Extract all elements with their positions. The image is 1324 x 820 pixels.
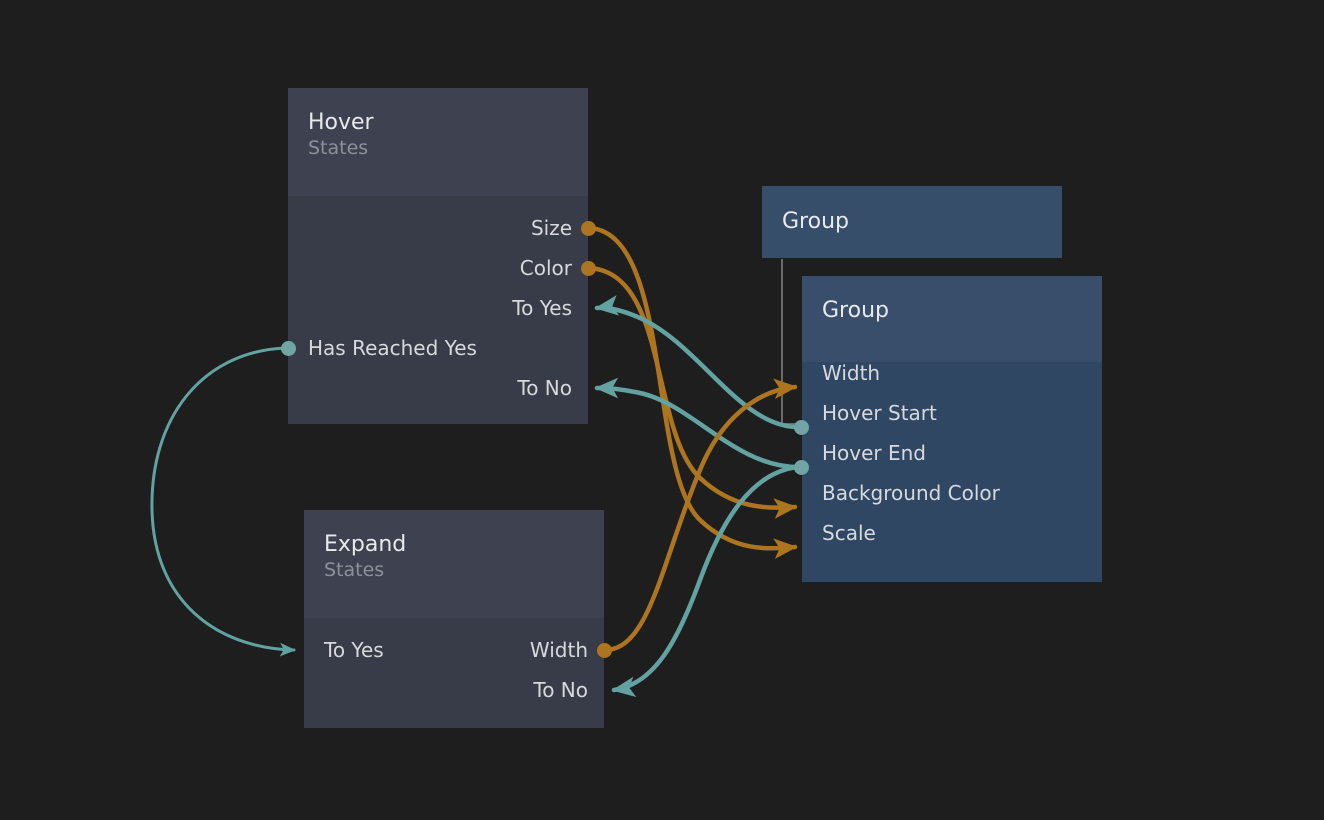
port-dot-group-hover-end[interactable] bbox=[794, 460, 809, 475]
port-label-group-hover-start: Hover Start bbox=[822, 401, 937, 425]
port-row-hover-to-no[interactable]: To No bbox=[517, 373, 572, 403]
port-label-size: Size bbox=[530, 216, 572, 240]
node-group[interactable]: Group Width Hover Start Hover End Backgr… bbox=[802, 276, 1102, 582]
node-group-title: Group bbox=[822, 298, 889, 323]
node-expand-subtitle: States bbox=[324, 559, 385, 581]
port-row-expand-to-yes[interactable]: To Yes bbox=[324, 635, 384, 665]
port-row-hover-to-yes[interactable]: To Yes bbox=[512, 293, 572, 323]
port-row-expand-width[interactable]: Width bbox=[530, 635, 588, 665]
edge-expand-width-to-group-width bbox=[602, 378, 798, 653]
node-hover-header[interactable]: Hover States bbox=[288, 88, 588, 196]
port-row-group-hover-end[interactable]: Hover End bbox=[822, 438, 926, 468]
node-hover-body: Size Color To Yes To No Has Reached Yes bbox=[288, 196, 588, 424]
edge-hover-has-reached-yes-to-expand-to-yes bbox=[150, 346, 296, 657]
port-row-hover-color[interactable]: Color bbox=[520, 253, 572, 283]
node-group-body: Width Hover Start Hover End Background C… bbox=[802, 361, 1102, 582]
port-dot-expand-width[interactable] bbox=[597, 643, 612, 658]
node-group-header[interactable]: Group bbox=[802, 276, 1102, 362]
edge-group-hover-start-to-hover-to-yes bbox=[594, 295, 801, 430]
port-row-group-scale[interactable]: Scale bbox=[822, 518, 876, 548]
port-label-to-yes: To Yes bbox=[512, 296, 572, 320]
edge-group-hover-end-to-hover-to-no bbox=[594, 377, 801, 470]
port-label-group-width: Width bbox=[822, 361, 881, 385]
port-row-hover-has-reached-yes[interactable]: Has Reached Yes bbox=[308, 333, 477, 363]
port-label-color: Color bbox=[519, 256, 572, 280]
port-label-to-no: To No bbox=[517, 376, 572, 400]
node-expand-body: To Yes Width To No bbox=[304, 618, 604, 728]
port-dot-group-hover-start[interactable] bbox=[794, 420, 809, 435]
node-hover[interactable]: Hover States Size Color To Yes To No Has… bbox=[288, 88, 588, 424]
node-hover-title: Hover bbox=[308, 110, 374, 135]
node-expand-header[interactable]: Expand States bbox=[304, 510, 604, 618]
group-banner-connector bbox=[781, 259, 797, 425]
group-banner-title: Group bbox=[782, 209, 849, 234]
node-hover-subtitle: States bbox=[308, 137, 369, 159]
node-expand-title: Expand bbox=[324, 532, 407, 557]
node-expand[interactable]: Expand States To Yes Width To No bbox=[304, 510, 604, 728]
port-row-group-width[interactable]: Width bbox=[822, 358, 880, 388]
port-label-expand-to-yes: To Yes bbox=[324, 638, 384, 662]
group-banner[interactable]: Group bbox=[762, 186, 1062, 258]
port-row-expand-to-no[interactable]: To No bbox=[533, 675, 588, 705]
port-label-group-hover-end: Hover End bbox=[822, 441, 927, 465]
port-label-group-background-color: Background Color bbox=[822, 481, 1000, 505]
edge-group-hover-end-to-expand-to-no bbox=[611, 464, 801, 698]
port-label-has-reached-yes: Has Reached Yes bbox=[308, 336, 477, 360]
edge-hover-color-to-group-background-color bbox=[586, 265, 798, 519]
port-dot-hover-size[interactable] bbox=[581, 221, 596, 236]
port-label-expand-to-no: To No bbox=[533, 678, 588, 702]
port-row-group-hover-start[interactable]: Hover Start bbox=[822, 398, 937, 428]
port-label-group-scale: Scale bbox=[822, 521, 876, 545]
edge-hover-size-to-group-scale bbox=[586, 225, 798, 559]
port-dot-hover-has-reached-yes[interactable] bbox=[281, 341, 296, 356]
port-label-expand-width: Width bbox=[529, 638, 588, 662]
port-dot-hover-color[interactable] bbox=[581, 261, 596, 276]
port-row-hover-size[interactable]: Size bbox=[531, 213, 572, 243]
port-row-group-background-color[interactable]: Background Color bbox=[822, 478, 1000, 508]
